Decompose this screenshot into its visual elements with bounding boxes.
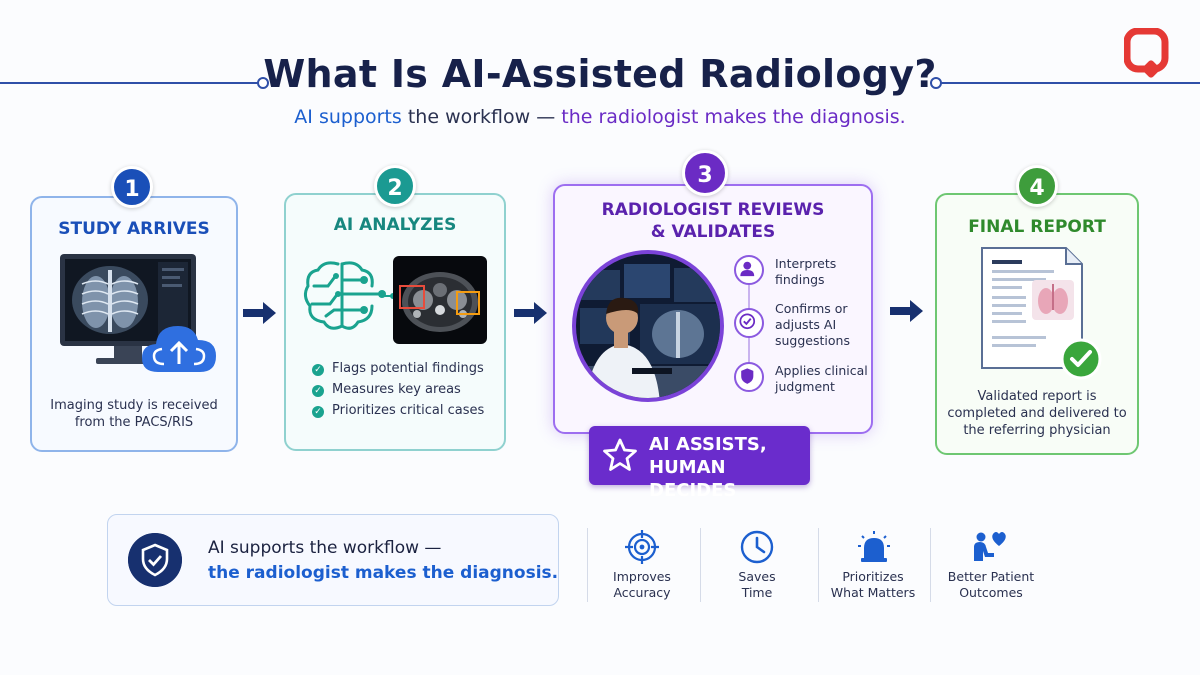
ai-assists-text: AI ASSISTS, HUMAN DECIDES — [649, 433, 809, 502]
step-2-bullet-1: ✓ Flags potential findings — [312, 361, 484, 376]
check-icon: ✓ — [312, 406, 324, 418]
benefit-outcomes-line1: Better Patient — [947, 569, 1035, 584]
step-3-item-2: Confirms or adjusts AI suggestions — [775, 301, 850, 348]
bullet-text: Measures key areas — [332, 382, 461, 397]
benefit-priority: Prioritizes What Matters — [818, 569, 928, 601]
cloud-upload-icon — [142, 326, 216, 372]
benefit-accuracy-line1: Improves — [613, 569, 671, 584]
benefit-outcomes: Better Patient Outcomes — [936, 569, 1046, 601]
alarm-icon — [858, 531, 890, 562]
summary-line-2: the radiologist makes the diagnosis. — [208, 563, 559, 583]
bullet-text: Flags potential findings — [332, 361, 484, 376]
step-3-item-3: Applies clinical judgment — [775, 363, 868, 394]
benefit-accuracy-line2: Accuracy — [613, 585, 671, 600]
arrow-right-icon — [243, 302, 276, 324]
patient-heart-icon — [974, 532, 1006, 561]
step-2-bullet-2: ✓ Measures key areas — [312, 382, 461, 397]
page-subtitle: AI supports the workflow — the radiologi… — [0, 106, 1200, 128]
step-3-badge: 3 — [682, 150, 728, 196]
step-3-title-line2: & VALIDATES — [650, 222, 776, 242]
check-badge-icon — [1060, 338, 1102, 380]
report-document-icon — [981, 247, 1083, 369]
step-1-description: Imaging study is received from the PACS/… — [50, 398, 218, 430]
ai-assists-callout — [589, 426, 810, 485]
step-3-title-line1: RADIOLOGIST REVIEWS — [601, 200, 825, 220]
ai-brain-icon — [303, 261, 386, 330]
check-circle-icon — [734, 308, 764, 338]
step-2-title: AI ANALYZES — [333, 215, 457, 235]
monitor-xray-icon — [60, 254, 196, 364]
star-icon — [603, 438, 637, 471]
brand-logo-icon — [1124, 28, 1169, 78]
divider — [930, 528, 931, 602]
check-icon: ✓ — [312, 364, 324, 376]
benefit-priority-line1: Prioritizes — [842, 569, 904, 584]
ai-assists-line1: AI ASSISTS, — [649, 434, 767, 455]
ct-scan-icon — [393, 256, 487, 344]
step-4-title: FINAL REPORT — [968, 217, 1106, 237]
shield-icon — [734, 362, 764, 392]
summary-box — [107, 514, 559, 606]
title-rule-left — [0, 82, 262, 84]
title-rule-dot-left — [257, 77, 269, 89]
divider — [818, 528, 819, 602]
clock-icon — [740, 530, 774, 564]
step-3-item-1: Interprets findings — [775, 256, 837, 287]
benefit-time-line2: Time — [741, 585, 773, 600]
subtitle-diagnosis: the radiologist makes the diagnosis. — [561, 106, 906, 128]
step-4-description: Validated report is completed and delive… — [947, 389, 1127, 438]
page-title: What Is AI-Assisted Radiology? — [263, 52, 937, 96]
benefit-priority-line2: What Matters — [830, 585, 916, 600]
step-1-title: STUDY ARRIVES — [58, 219, 210, 239]
step-4-badge: 4 — [1016, 165, 1058, 207]
title-rule-right — [934, 82, 1200, 84]
benefit-time-line1: Saves — [738, 569, 776, 584]
check-icon: ✓ — [312, 385, 324, 397]
step-2-bullet-3: ✓ Prioritizes critical cases — [312, 403, 484, 418]
subtitle-workflow: the workflow — — [407, 106, 556, 128]
subtitle-ai-supports: AI supports — [294, 106, 402, 128]
arrow-right-icon — [890, 300, 923, 322]
divider — [700, 528, 701, 602]
ai-assists-line2: HUMAN DECIDES — [649, 457, 737, 501]
shield-check-icon — [128, 533, 182, 587]
radiologist-workstation-icon — [572, 250, 724, 402]
target-icon — [625, 530, 659, 564]
benefit-time: Saves Time — [702, 569, 812, 601]
arrow-right-icon — [514, 302, 547, 324]
person-icon — [734, 255, 764, 285]
bullet-text: Prioritizes critical cases — [332, 403, 485, 418]
step-1-badge: 1 — [111, 166, 153, 208]
benefit-outcomes-line2: Outcomes — [959, 585, 1023, 600]
title-rule-dot-right — [930, 77, 942, 89]
divider — [587, 528, 588, 602]
step-2-badge: 2 — [374, 165, 416, 207]
summary-line-1: AI supports the workflow — — [208, 538, 442, 558]
benefit-accuracy: Improves Accuracy — [587, 569, 697, 601]
step-3-title: RADIOLOGIST REVIEWS & VALIDATES — [553, 199, 873, 243]
